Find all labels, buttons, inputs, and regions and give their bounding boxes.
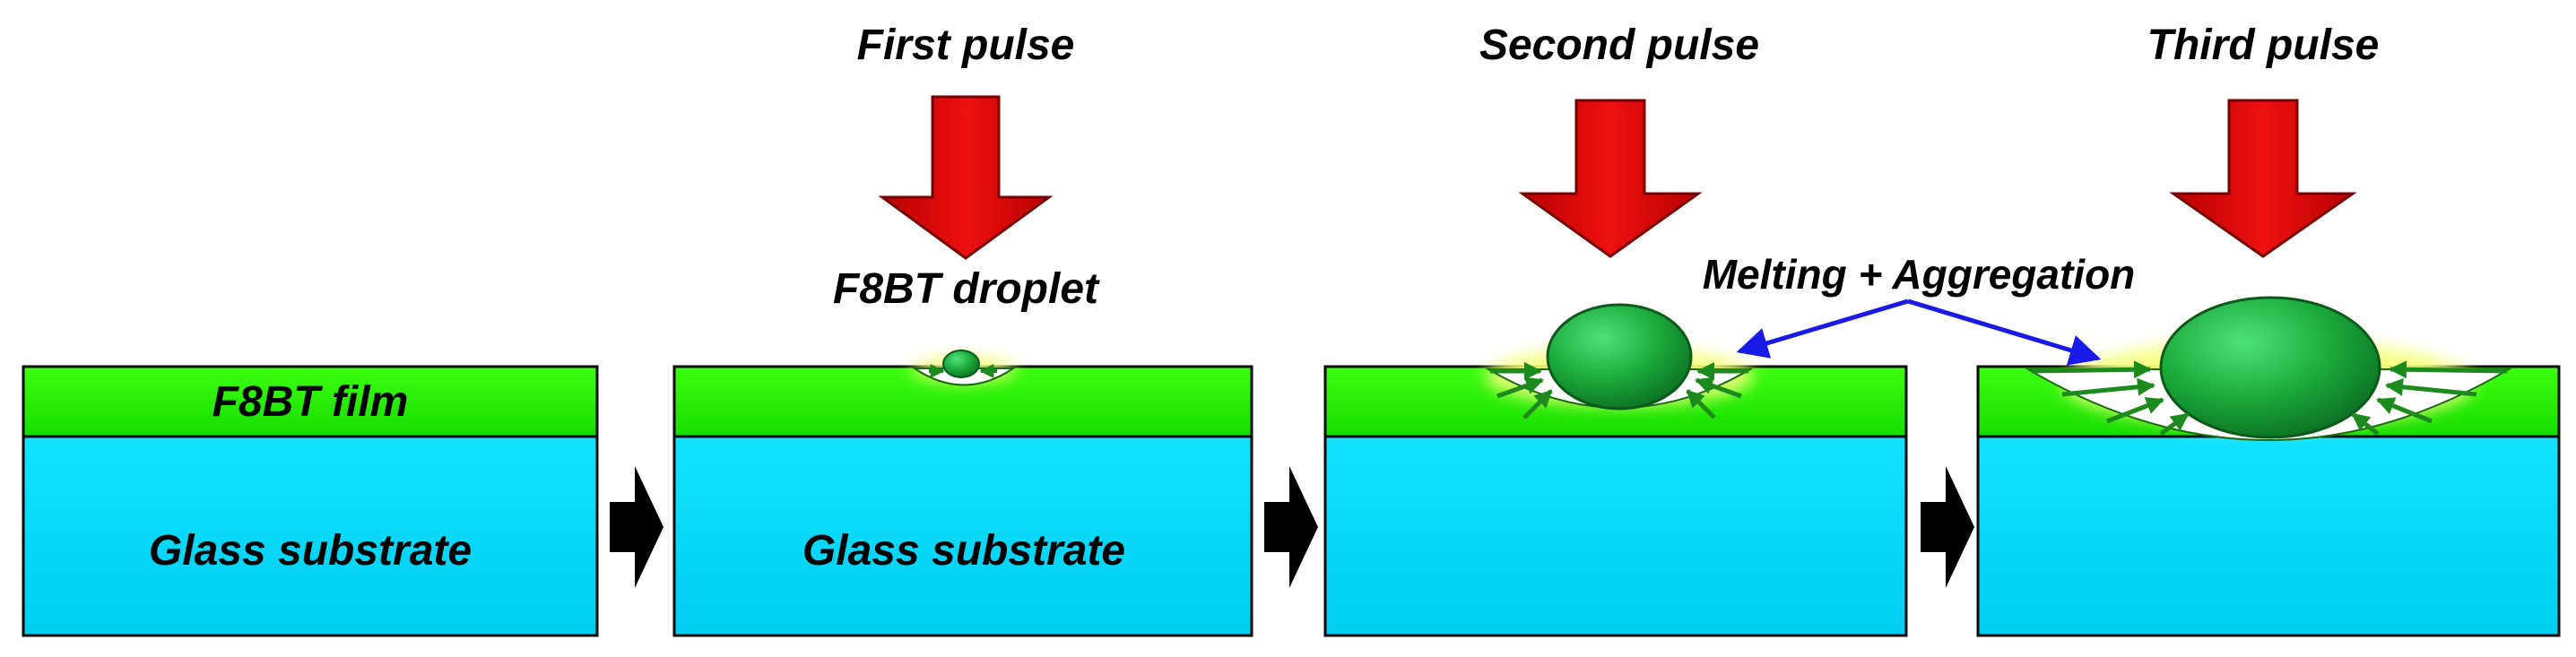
first-pulse-label: First pulse [857, 22, 1075, 69]
glass-substrate-label-2: Glass substrate [802, 527, 1125, 575]
droplet-medium [1546, 303, 1693, 411]
flow-arrows [1490, 362, 1748, 419]
right-arrow-icon [1921, 466, 1974, 588]
glass-substrate-3 [1323, 435, 1908, 637]
panel-1-initial-film: F8BT film Glass substrate [22, 365, 599, 637]
flow-arrows [2031, 360, 2508, 437]
melting-aggregation-callout: Melting + Aggregation [1703, 251, 2136, 366]
f8bt-film-1 [22, 365, 599, 438]
third-pulse-label: Third pulse [2147, 22, 2380, 69]
down-arrow-icon [1518, 99, 1703, 258]
panel-2-first-pulse: Glass substrate First pulse F8BT droplet [672, 22, 1253, 637]
callout-arrow-right [1907, 298, 2102, 366]
down-arrow-icon [2169, 99, 2357, 258]
glass-substrate-1 [22, 435, 599, 637]
right-arrow-icon [610, 466, 664, 588]
film-label: F8BT film [212, 378, 409, 426]
glass-substrate-label-1: Glass substrate [149, 527, 472, 575]
melting-aggregation-label: Melting + Aggregation [1703, 251, 2136, 298]
down-arrow-icon [878, 95, 1054, 260]
f8bt-film-2 [672, 365, 1253, 438]
glass-substrate-4 [1976, 435, 2561, 637]
droplet-small [942, 350, 980, 378]
panel-4-third-pulse: Third pulse [1976, 22, 2561, 637]
right-arrow-icon [1264, 466, 1318, 588]
panel-3-second-pulse: Second pulse [1323, 22, 1908, 637]
callout-arrow-left [1736, 298, 1909, 359]
second-pulse-label: Second pulse [1479, 22, 1759, 69]
droplet-large [2159, 296, 2381, 439]
droplet-label: F8BT droplet [833, 265, 1100, 313]
